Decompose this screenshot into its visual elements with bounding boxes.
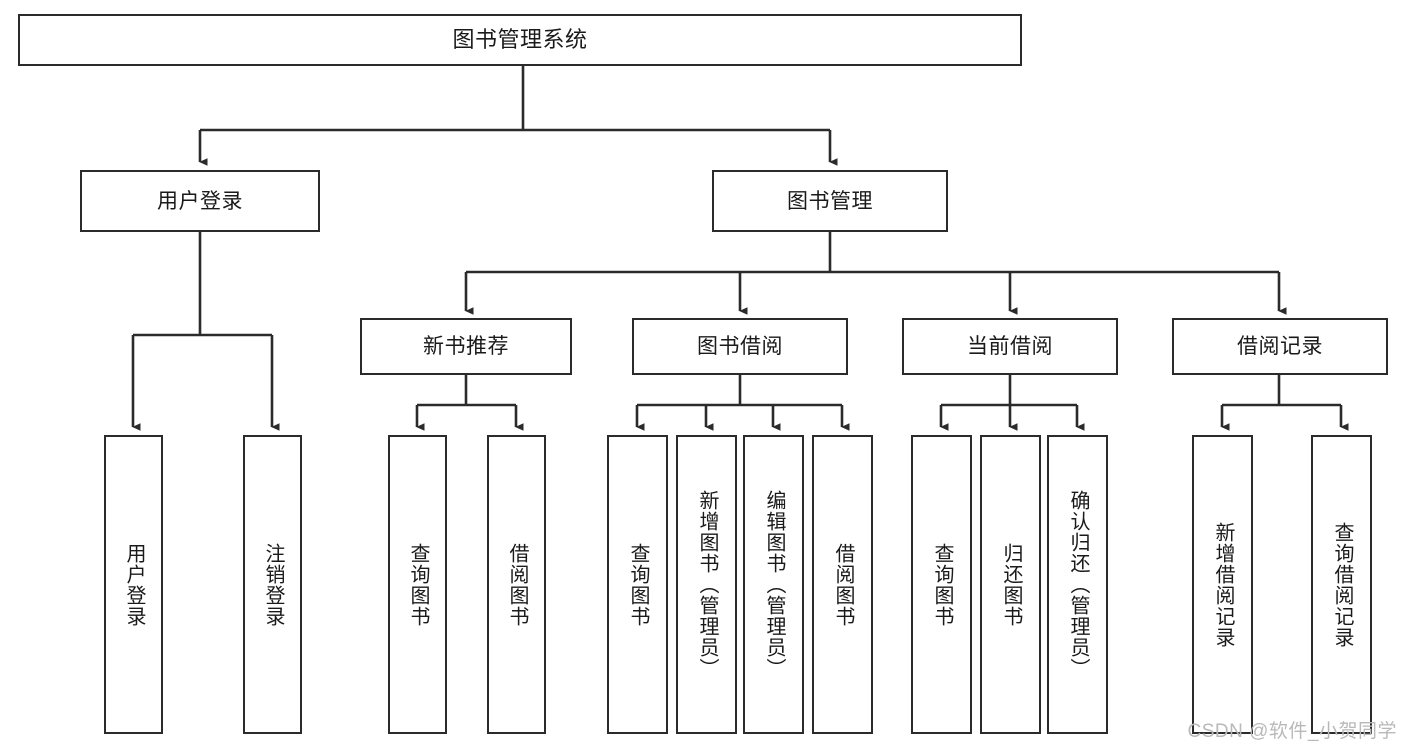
node-leaf-query-record[interactable]: 查询借阅记录 bbox=[1311, 435, 1372, 734]
node-user-login-label: 用户登录 bbox=[157, 189, 243, 213]
node-leaf-return-book[interactable]: 归还图书 bbox=[980, 435, 1041, 734]
node-root-label: 图书管理系统 bbox=[452, 27, 588, 52]
node-leaf-query-book-2-label: 查询图书 bbox=[627, 542, 649, 627]
node-user-login[interactable]: 用户登录 bbox=[80, 170, 320, 232]
node-leaf-add-book[interactable]: 新增图书（管理员） bbox=[676, 435, 737, 734]
node-leaf-borrow-book-1-label: 借阅图书 bbox=[506, 542, 528, 627]
node-leaf-confirm-return[interactable]: 确认归还（管理员） bbox=[1047, 435, 1108, 734]
node-leaf-user-login-label: 用户登录 bbox=[123, 542, 145, 627]
node-leaf-query-book-2[interactable]: 查询图书 bbox=[607, 435, 668, 734]
node-new-book-rec-label: 新书推荐 bbox=[423, 335, 509, 358]
node-book-borrow-label: 图书借阅 bbox=[697, 335, 783, 358]
node-leaf-logout[interactable]: 注销登录 bbox=[243, 435, 302, 734]
node-leaf-query-book-3-label: 查询图书 bbox=[931, 542, 953, 627]
node-leaf-edit-book-label: 编辑图书（管理员） bbox=[763, 490, 785, 679]
node-book-borrow[interactable]: 图书借阅 bbox=[632, 318, 848, 375]
node-leaf-edit-book[interactable]: 编辑图书（管理员） bbox=[743, 435, 804, 734]
node-leaf-user-login[interactable]: 用户登录 bbox=[104, 435, 163, 734]
node-leaf-borrow-book-2[interactable]: 借阅图书 bbox=[812, 435, 873, 734]
node-leaf-borrow-book-2-label: 借阅图书 bbox=[832, 542, 854, 627]
csdn-watermark: CSDN @软件_小贺同学 bbox=[1187, 721, 1397, 742]
node-leaf-query-book-3[interactable]: 查询图书 bbox=[911, 435, 972, 734]
node-current-borrow[interactable]: 当前借阅 bbox=[902, 318, 1118, 375]
node-leaf-add-book-label: 新增图书（管理员） bbox=[696, 490, 718, 679]
node-leaf-query-book-1[interactable]: 查询图书 bbox=[388, 435, 447, 734]
node-root[interactable]: 图书管理系统 bbox=[18, 14, 1022, 66]
node-leaf-borrow-book-1[interactable]: 借阅图书 bbox=[487, 435, 546, 734]
node-leaf-confirm-return-label: 确认归还（管理员） bbox=[1067, 490, 1089, 679]
node-borrow-record[interactable]: 借阅记录 bbox=[1172, 318, 1388, 375]
node-leaf-add-record-label: 新增借阅记录 bbox=[1212, 521, 1234, 648]
node-leaf-query-record-label: 查询借阅记录 bbox=[1331, 521, 1353, 648]
node-leaf-add-record[interactable]: 新增借阅记录 bbox=[1192, 435, 1253, 734]
node-current-borrow-label: 当前借阅 bbox=[967, 335, 1053, 358]
node-leaf-logout-label: 注销登录 bbox=[262, 542, 284, 627]
node-book-manage-label: 图书管理 bbox=[787, 189, 873, 213]
node-leaf-query-book-1-label: 查询图书 bbox=[407, 542, 429, 627]
node-new-book-rec[interactable]: 新书推荐 bbox=[360, 318, 572, 375]
node-borrow-record-label: 借阅记录 bbox=[1237, 335, 1323, 358]
node-leaf-return-book-label: 归还图书 bbox=[1000, 542, 1022, 627]
node-book-manage[interactable]: 图书管理 bbox=[712, 170, 948, 232]
